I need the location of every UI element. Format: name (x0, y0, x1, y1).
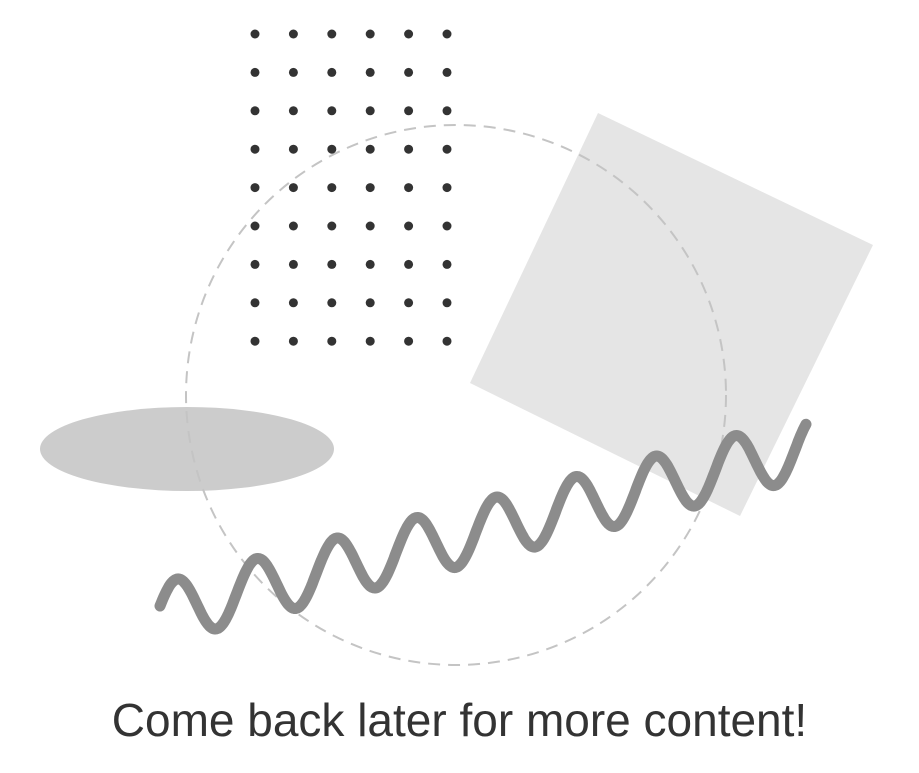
grid-dot (288, 29, 298, 39)
grid-dot (288, 67, 298, 77)
grid-dot (288, 336, 298, 346)
grid-dot (365, 298, 375, 308)
squiggle-wave-shape (154, 418, 812, 635)
grid-dot (365, 221, 375, 231)
gray-square-shape (470, 113, 873, 516)
grid-dot (327, 67, 337, 77)
empty-state-illustration (40, 29, 873, 666)
grid-dot (404, 259, 414, 269)
grid-dot (250, 29, 260, 39)
grid-dot (327, 144, 337, 154)
grid-dot (404, 221, 414, 231)
grid-dot (327, 29, 337, 39)
grid-dot (365, 183, 375, 193)
grid-dot (404, 298, 414, 308)
grid-dot (404, 144, 414, 154)
gray-ellipse-shape (40, 407, 334, 491)
grid-dot (442, 144, 452, 154)
grid-dot (327, 106, 337, 116)
grid-dot (442, 298, 452, 308)
grid-dot (404, 106, 414, 116)
grid-dot (288, 298, 298, 308)
grid-dot (327, 221, 337, 231)
grid-dot (365, 106, 375, 116)
grid-dot (250, 106, 260, 116)
grid-dot (288, 144, 298, 154)
grid-dot (250, 336, 260, 346)
grid-dot (250, 144, 260, 154)
grid-dot (442, 259, 452, 269)
grid-dot (327, 183, 337, 193)
grid-dot (442, 106, 452, 116)
come-back-later-message: Come back later for more content! (111, 694, 808, 746)
grid-dot (365, 29, 375, 39)
grid-dot (365, 259, 375, 269)
grid-dot (327, 259, 337, 269)
grid-dot (250, 298, 260, 308)
grid-dot (288, 183, 298, 193)
grid-dot (250, 67, 260, 77)
grid-dot (442, 67, 452, 77)
grid-dot (404, 29, 414, 39)
grid-dot (404, 183, 414, 193)
dashed-circle-shape (185, 124, 727, 666)
grid-dot (288, 259, 298, 269)
grid-dot (288, 221, 298, 231)
dot-grid (250, 29, 452, 346)
grid-dot (442, 183, 452, 193)
grid-dot (404, 67, 414, 77)
grid-dot (250, 221, 260, 231)
grid-dot (365, 67, 375, 77)
grid-dot (288, 106, 298, 116)
grid-dot (442, 221, 452, 231)
grid-dot (404, 336, 414, 346)
grid-dot (327, 336, 337, 346)
grid-dot (327, 298, 337, 308)
grid-dot (365, 336, 375, 346)
grid-dot (250, 259, 260, 269)
grid-dot (442, 29, 452, 39)
grid-dot (250, 183, 260, 193)
grid-dot (442, 336, 452, 346)
grid-dot (365, 144, 375, 154)
